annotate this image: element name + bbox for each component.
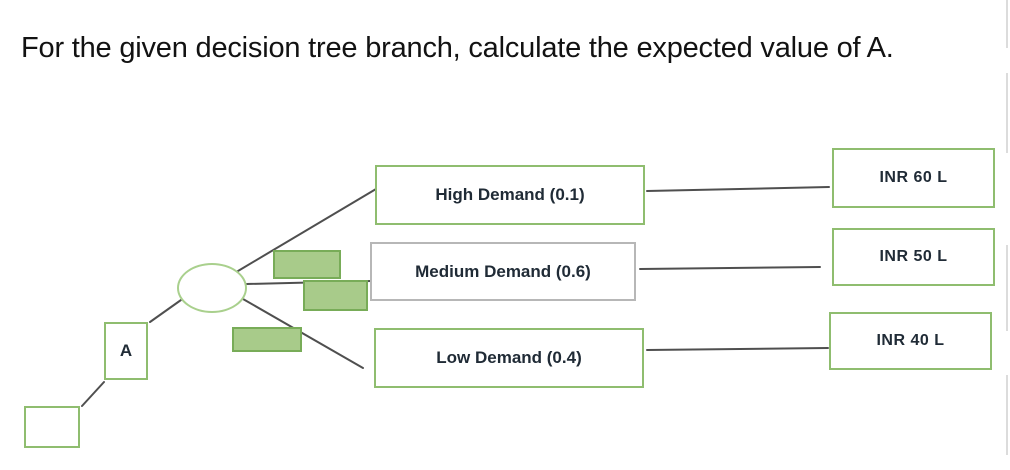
branch-box-medium-demand: Medium Demand (0.6) <box>370 242 636 301</box>
chance-node-circle <box>177 263 247 313</box>
outcome-box-inr-40: INR 40 L <box>829 312 992 370</box>
green-highlight-1 <box>273 250 341 279</box>
decision-node-a: A <box>104 322 148 380</box>
branch-label: Low Demand (0.4) <box>436 348 582 367</box>
branch-label: High Demand (0.1) <box>435 185 585 204</box>
cropped-edge-line-3 <box>1006 245 1008 331</box>
outcome-box-inr-50: INR 50 L <box>832 228 995 286</box>
connector-chance-to-low <box>242 298 364 369</box>
branch-label: Medium Demand (0.6) <box>415 261 591 281</box>
page-title: For the given decision tree branch, calc… <box>21 32 894 64</box>
connector-low-to-outcome <box>646 347 829 351</box>
green-highlight-2 <box>303 280 368 311</box>
outcome-label: INR 40 L <box>876 332 945 349</box>
connector-chance-to-a <box>149 299 182 323</box>
connector-chance-to-high <box>237 188 377 272</box>
decision-node-label: A <box>119 341 133 360</box>
start-node-box <box>24 406 80 448</box>
branch-box-low-demand: Low Demand (0.4) <box>374 328 644 388</box>
connector-a-to-start <box>81 381 105 407</box>
outcome-label: INR 50 L <box>879 248 948 265</box>
branch-box-high-demand: High Demand (0.1) <box>375 165 645 225</box>
green-highlight-3 <box>232 327 302 352</box>
cropped-edge-line-4 <box>1006 375 1008 455</box>
outcome-box-inr-60: INR 60 L <box>832 148 995 208</box>
connector-medium-to-outcome <box>639 266 821 270</box>
outcome-label: INR 60 L <box>879 169 948 186</box>
cropped-edge-line-1 <box>1006 0 1008 48</box>
cropped-edge-line-2 <box>1006 73 1008 153</box>
connector-high-to-outcome <box>646 186 830 192</box>
